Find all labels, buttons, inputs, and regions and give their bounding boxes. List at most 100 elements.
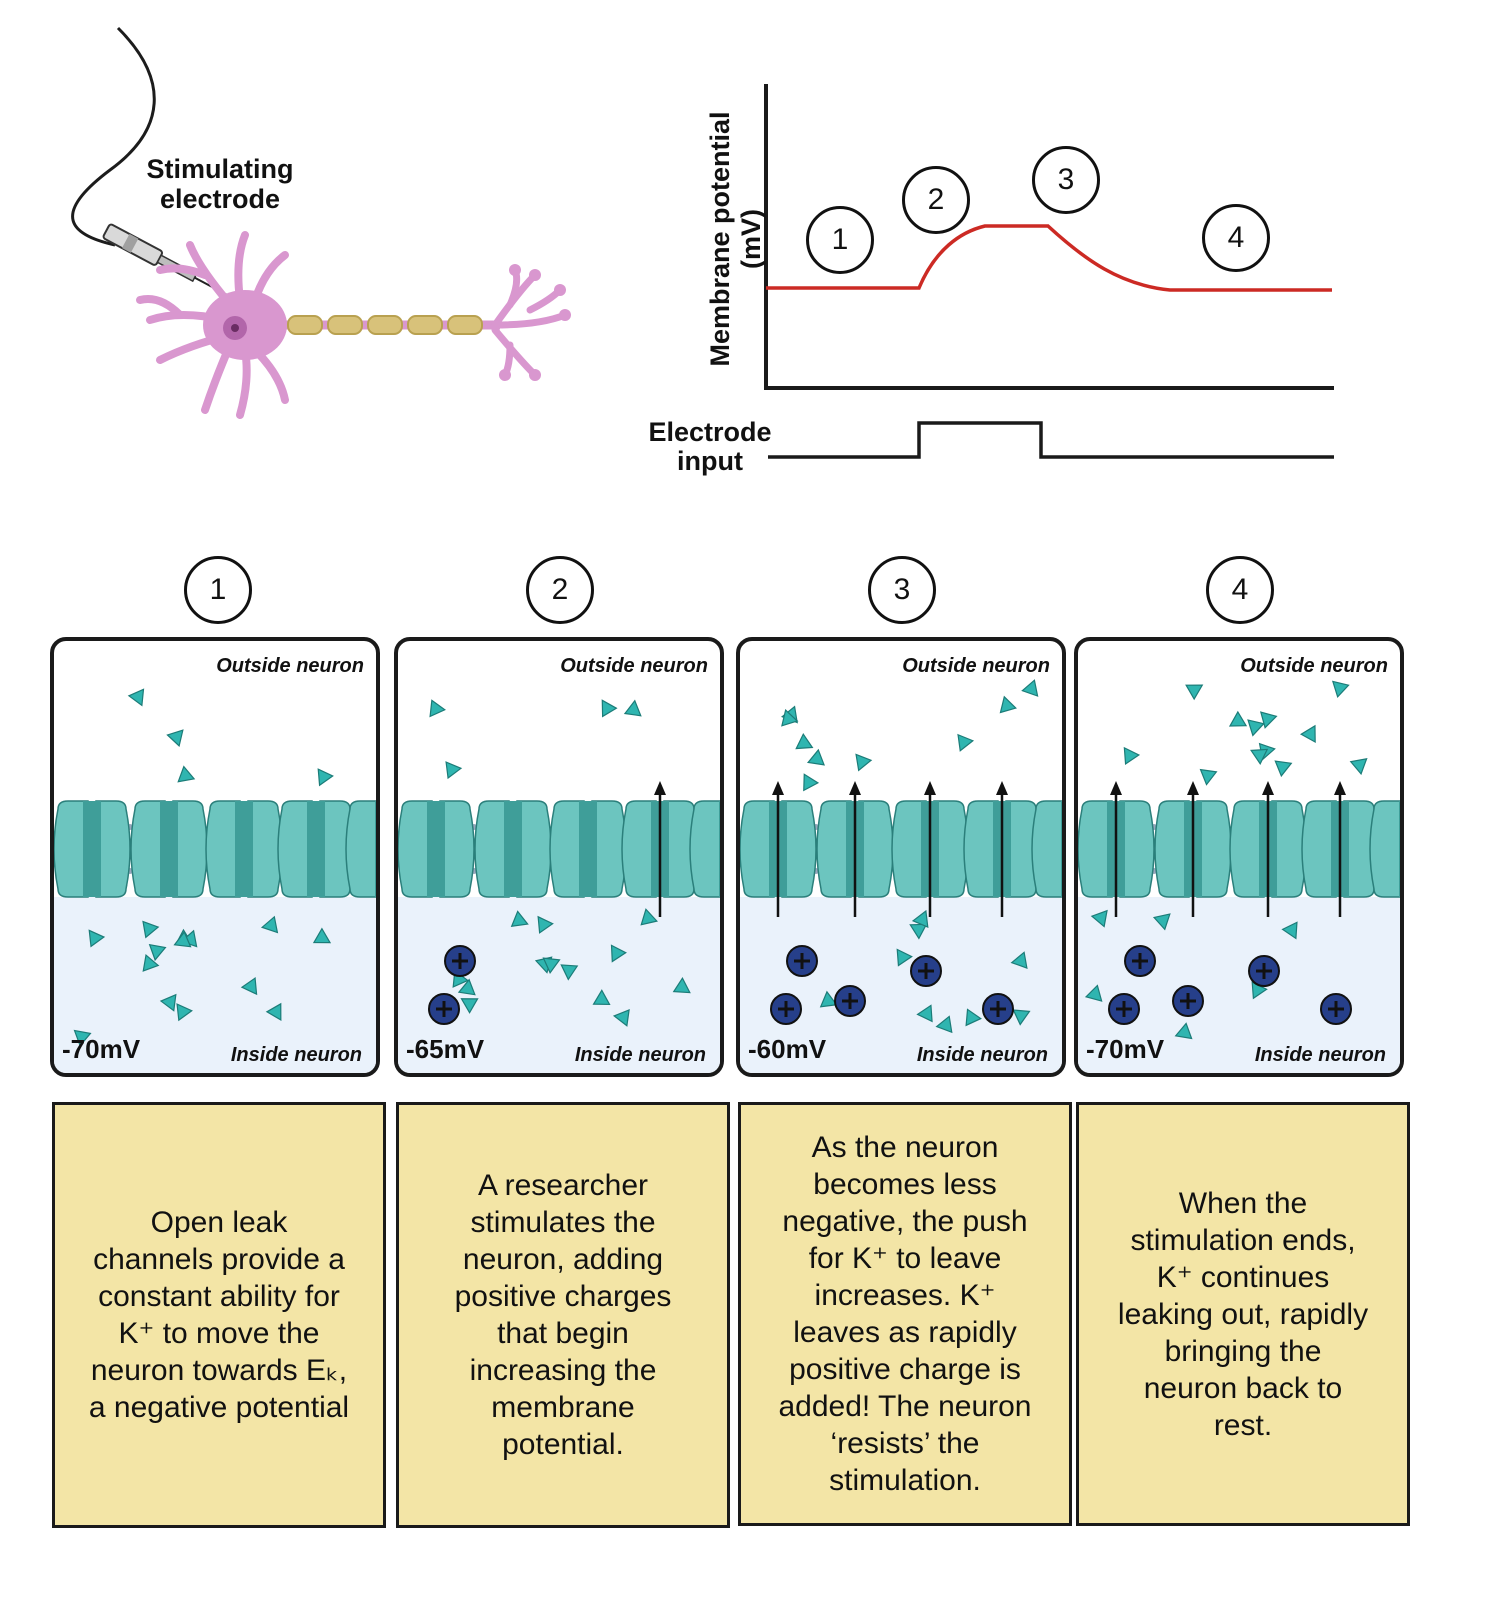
k-ion — [542, 957, 561, 974]
membrane-graphic — [398, 699, 720, 1073]
k-ion — [457, 978, 476, 996]
leak-channel — [816, 800, 894, 898]
k-ion — [1090, 909, 1108, 928]
k-ion — [127, 688, 145, 707]
k-ion — [1199, 768, 1218, 786]
k-ion — [1331, 680, 1350, 699]
k-ion — [855, 753, 873, 772]
efflux-arrow — [1334, 781, 1346, 917]
inside-region — [740, 897, 1062, 1073]
positive-charge — [444, 945, 476, 977]
membrane-panel-3: Outside neuron Inside neuron -60mV — [736, 637, 1066, 1077]
graph-marker-4: 4 — [1202, 204, 1270, 272]
efflux-arrow — [849, 781, 861, 917]
description-line: neuron, adding — [462, 1243, 664, 1276]
k-ion — [176, 1003, 193, 1022]
k-ion — [177, 765, 196, 783]
electrode-input-trace — [768, 421, 1334, 459]
membrane-potential-value: -65mV — [406, 1034, 485, 1064]
membrane-graphic — [54, 688, 376, 1073]
k-ion — [265, 1002, 282, 1021]
k-ion — [1250, 748, 1269, 765]
membrane-potential-value: -70mV — [62, 1034, 141, 1064]
k-ion — [610, 944, 627, 963]
panel-number-4: 4 — [1206, 556, 1274, 624]
k-ion — [240, 977, 258, 996]
description-line: Open leak — [150, 1206, 288, 1239]
electrode-label: Stimulating electrode — [146, 154, 294, 214]
description-line: rest. — [1213, 1408, 1273, 1442]
membrane-potential-value: -60mV — [748, 1034, 827, 1064]
inside-region — [1078, 897, 1400, 1073]
k-ion — [312, 927, 332, 944]
description-line: As the neuron — [811, 1131, 999, 1164]
k-ion — [173, 930, 192, 948]
membrane-panel-4: Outside neuron Inside neuron -70mV — [1074, 637, 1404, 1077]
efflux-arrow — [654, 781, 666, 917]
k-ion — [142, 920, 160, 939]
description-line: potential. — [502, 1428, 624, 1461]
leak-channel — [1078, 800, 1155, 898]
description-line: stimulation. — [829, 1464, 981, 1497]
description-box-3: As the neuron becomes less negative, the p… — [738, 1102, 1072, 1526]
leak-channel — [345, 800, 376, 898]
k-ion — [601, 699, 618, 718]
positive-charge — [834, 985, 866, 1017]
description-line: A researcher — [477, 1169, 649, 1202]
k-ion — [896, 948, 913, 967]
description-line: negative, the push — [782, 1205, 1028, 1238]
outside-neuron-label: Outside neuron — [902, 655, 1050, 677]
efflux-arrow — [1262, 781, 1274, 917]
k-ion — [260, 915, 279, 934]
y-axis-label: Membrane potential (mV) — [705, 111, 766, 367]
membrane-graphic — [1078, 680, 1400, 1073]
positive-charge — [1108, 993, 1140, 1025]
inside-neuron-label: Inside neuron — [916, 1044, 1048, 1066]
inside-region — [398, 897, 720, 1073]
graph-marker-2: 2 — [902, 166, 970, 234]
k-ion — [1228, 710, 1248, 727]
k-ion — [965, 1008, 982, 1027]
description-line: K⁺ to move the — [118, 1317, 320, 1350]
leak-channel — [1301, 800, 1379, 898]
k-ion — [640, 908, 658, 926]
graph-marker-3: 3 — [1032, 146, 1100, 214]
electrode-input-label: Electrode input — [648, 417, 772, 476]
leak-channel — [549, 800, 627, 898]
positive-charge — [982, 993, 1014, 1025]
k-ion — [781, 708, 799, 727]
description-line: neuron back to — [1143, 1371, 1343, 1405]
k-ion — [806, 748, 825, 766]
k-ion — [1174, 1022, 1193, 1040]
positive-charge — [428, 993, 460, 1025]
description-line: bringing the — [1164, 1334, 1322, 1368]
leak-channel — [130, 800, 208, 898]
description-line: becomes less — [813, 1168, 997, 1201]
k-ion — [1349, 758, 1368, 776]
efflux-arrow — [996, 781, 1008, 917]
leak-channel — [740, 800, 817, 898]
k-ion — [560, 964, 579, 981]
description-line: neuron towards Eₖ, — [90, 1354, 348, 1387]
efflux-arrow — [772, 781, 784, 917]
k-ion — [1012, 1009, 1031, 1026]
inside-neuron-label: Inside neuron — [574, 1044, 706, 1066]
k-ion — [935, 1015, 953, 1034]
k-ion — [148, 943, 167, 962]
leak-channel — [621, 800, 699, 898]
description-line: leaves as rapidly — [793, 1316, 1017, 1349]
k-ion — [166, 729, 184, 748]
membrane-potential-value: -70mV — [1086, 1034, 1165, 1064]
description-line: When the — [1178, 1186, 1308, 1220]
leak-channel — [891, 800, 969, 898]
k-ion — [911, 909, 929, 929]
efflux-arrow — [1187, 781, 1199, 917]
panel-number-3: 3 — [868, 556, 936, 624]
description-line: added! The neuron — [778, 1390, 1032, 1423]
k-ion — [803, 773, 820, 792]
description-line: increasing the — [469, 1354, 657, 1387]
k-ion — [73, 1029, 92, 1047]
description-line: membrane — [491, 1391, 635, 1424]
